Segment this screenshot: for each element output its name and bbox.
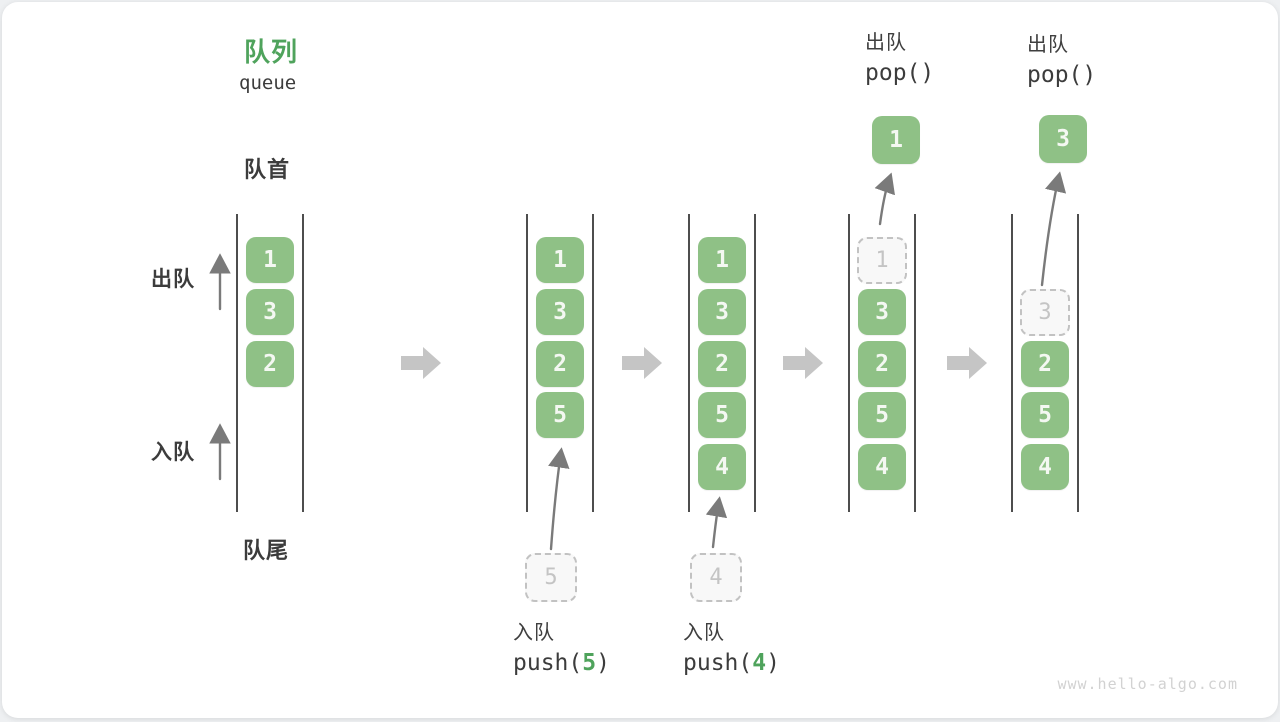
annotation-code: pop() bbox=[1027, 58, 1096, 92]
watermark: www.hello-algo.com bbox=[1057, 675, 1238, 693]
queue-wall-left bbox=[526, 214, 528, 512]
queue-element: 2 bbox=[858, 341, 906, 387]
annotation-code: push(4) bbox=[683, 646, 780, 680]
queue-element: 2 bbox=[1021, 341, 1069, 387]
annotation-op-label: 入队 bbox=[513, 622, 555, 644]
label-queue-rear: 队尾 bbox=[243, 538, 290, 563]
queue-element: 5 bbox=[1021, 392, 1069, 438]
annotation-op-label: 入队 bbox=[683, 622, 725, 644]
queue-wall-right bbox=[592, 214, 594, 512]
queue-wall-right bbox=[914, 214, 916, 512]
queue-wall-left bbox=[236, 214, 238, 512]
code-argument: 5 bbox=[582, 650, 597, 676]
label-side-dequeue: 出队 bbox=[151, 268, 195, 291]
queue-element: 2 bbox=[246, 341, 294, 387]
queue-element: 3 bbox=[536, 289, 584, 335]
state-transition-arrow-icon bbox=[622, 347, 662, 379]
label-queue-front: 队首 bbox=[244, 157, 291, 182]
queue-element: 1 bbox=[698, 237, 746, 283]
queue-element: 1 bbox=[536, 237, 584, 283]
code-prefix: push( bbox=[513, 650, 583, 676]
diagram-title-en: queue bbox=[239, 72, 297, 94]
incoming-element-dashed: 4 bbox=[690, 553, 742, 602]
queue-wall-left bbox=[688, 214, 690, 512]
code-prefix: push( bbox=[683, 650, 753, 676]
incoming-element-dashed: 5 bbox=[525, 553, 577, 602]
code-prefix: pop( bbox=[865, 60, 921, 86]
push-4-arrow-icon bbox=[705, 496, 728, 549]
queue-element: 2 bbox=[536, 341, 584, 387]
queue-element: 4 bbox=[698, 444, 746, 490]
annotation-code: push(5) bbox=[513, 646, 610, 680]
queue-element: 4 bbox=[1021, 444, 1069, 490]
annotation-op-label: 出队 bbox=[865, 32, 907, 54]
label-side-enqueue: 入队 bbox=[151, 441, 195, 464]
queue-wall-left bbox=[848, 214, 850, 512]
queue-wall-left bbox=[1011, 214, 1013, 512]
pop-3-arrow-icon bbox=[1040, 171, 1067, 287]
queue-element-dashed: 3 bbox=[1020, 289, 1070, 336]
queue-element: 4 bbox=[858, 444, 906, 490]
popped-element: 3 bbox=[1039, 115, 1087, 163]
queue-element: 5 bbox=[698, 392, 746, 438]
code-suffix: ) bbox=[596, 650, 610, 676]
pop-1-arrow-icon bbox=[874, 172, 895, 226]
code-prefix: pop( bbox=[1027, 62, 1083, 88]
queue-element: 3 bbox=[698, 289, 746, 335]
queue-element: 5 bbox=[858, 392, 906, 438]
code-suffix: ) bbox=[920, 60, 935, 86]
queue-element-dashed: 1 bbox=[857, 237, 907, 284]
state-transition-arrow-icon bbox=[401, 347, 441, 379]
queue-wall-right bbox=[754, 214, 756, 512]
queue-wall-right bbox=[302, 214, 304, 512]
state-transition-arrow-icon bbox=[783, 347, 823, 379]
popped-element: 1 bbox=[872, 116, 920, 164]
queue-wall-right bbox=[1077, 214, 1079, 512]
queue-element: 5 bbox=[536, 392, 584, 438]
queue-element: 3 bbox=[246, 289, 294, 335]
code-suffix: ) bbox=[1082, 62, 1097, 88]
annotation-op-label: 出队 bbox=[1027, 34, 1069, 56]
code-suffix: ) bbox=[766, 650, 780, 676]
queue-element: 3 bbox=[858, 289, 906, 335]
annotation-code: pop() bbox=[865, 56, 934, 90]
diagram-title-zh: 队列 bbox=[244, 37, 299, 67]
code-argument: 4 bbox=[752, 650, 767, 676]
state-transition-arrow-icon bbox=[947, 347, 987, 379]
queue-element: 2 bbox=[698, 341, 746, 387]
queue-element: 1 bbox=[246, 237, 294, 283]
push-5-arrow-icon bbox=[548, 447, 570, 551]
